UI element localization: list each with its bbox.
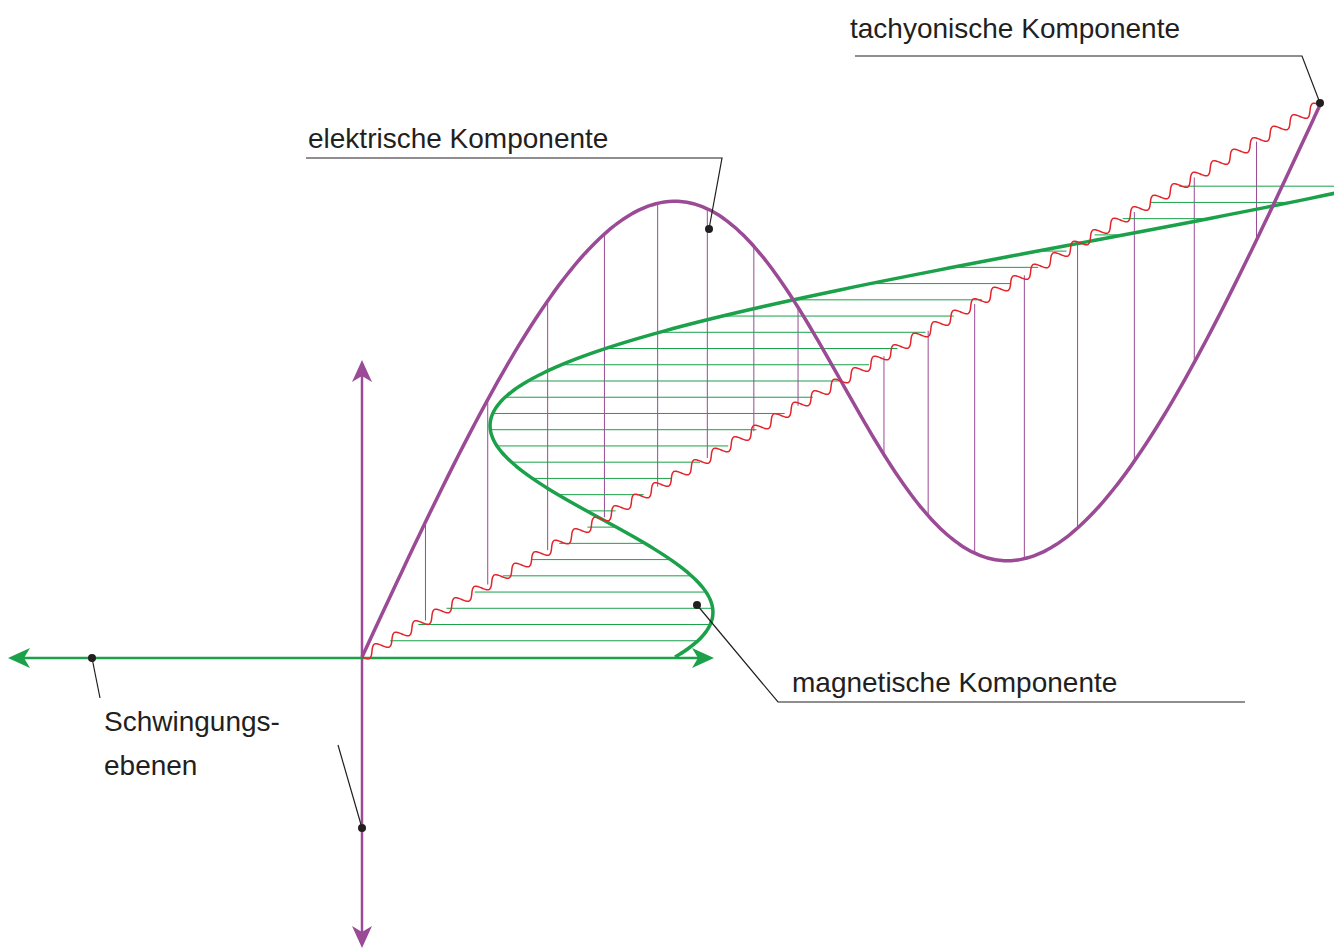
electric-hatch [487,400,488,585]
arrowhead [8,648,30,668]
magnetic-hatch [447,608,713,609]
magnetic-hatch [953,267,1039,268]
electric-hatch [974,304,975,553]
magnetic-hatch [475,592,706,593]
arrowhead [692,648,714,668]
magnetic-hatch [493,413,785,414]
magnetic-hatch [562,364,870,365]
electric-hatch [928,331,929,516]
electric-hatch [1024,275,1025,558]
magnetic-hatch [531,559,671,560]
arrowhead [352,926,372,948]
tachyonic-wave [362,103,1320,659]
magnetic-hatch [418,624,710,625]
magnetic-hatch [1123,218,1209,219]
magnetic-hatch [1151,202,1291,203]
magnetic-hatch [490,429,756,430]
electric-hatch [1256,142,1257,240]
magnetic-hatch [559,543,645,544]
component-label: magnetische Komponente [792,666,1117,700]
planes-label: Schwingungs- ebenen [104,700,304,788]
horizontal-axis [18,657,704,660]
electric-hatch [707,209,708,458]
magnetic-hatch [532,478,672,479]
electric-hatch [547,301,548,550]
hatch-lines [390,142,1334,641]
magnetic-wave [490,160,1334,657]
electric-hatch [1077,245,1078,528]
arrowhead [352,360,372,382]
magnetic-hatch [503,575,692,576]
component-label: elektrische Komponente [308,122,608,156]
electric-hatch [657,203,658,486]
magnetic-hatch [871,283,1011,284]
magnetic-hatch [390,640,698,641]
magnetic-hatch [511,462,700,463]
wave-curves [362,103,1334,659]
electric-hatch [753,246,754,431]
component-label: tachyonische Komponente [850,12,1180,46]
electric-hatch [798,307,799,405]
magnetic-hatch [558,494,644,495]
electric-hatch [604,234,605,517]
leader-lines [92,56,1320,828]
magnetic-hatch [505,397,813,398]
leader-dots [88,99,1324,832]
magnetic-hatch [528,381,841,382]
magnetic-hatch [605,348,897,349]
electric-hatch [1134,212,1135,461]
electric-hatch [425,522,426,620]
magnetic-hatch [1179,186,1334,187]
magnetic-hatch [659,332,925,333]
magnetic-hatch [793,299,982,300]
electric-hatch [1194,177,1195,362]
electric-hatch [883,356,884,454]
magnetic-hatch [722,316,953,317]
magnetic-hatch [497,445,728,446]
